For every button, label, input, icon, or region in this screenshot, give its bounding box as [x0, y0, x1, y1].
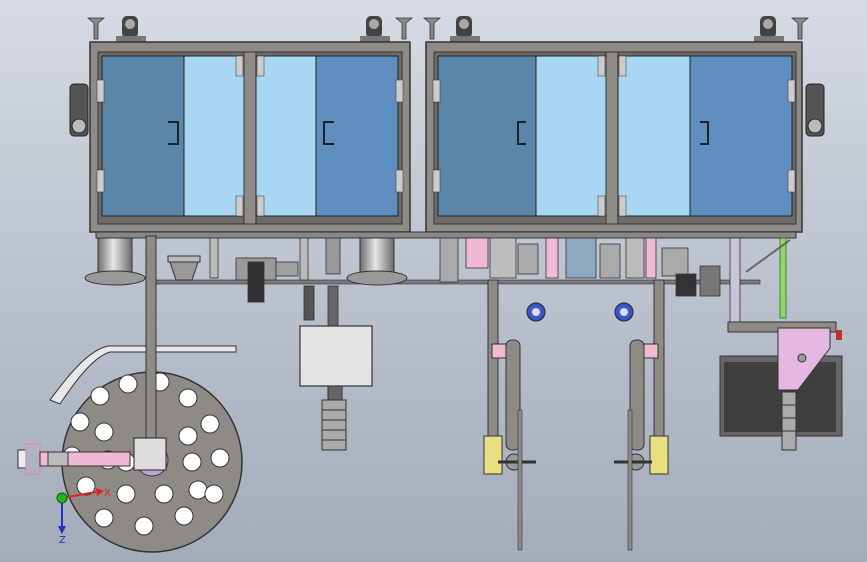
leveling-foot: [86, 17, 810, 40]
top-casters: [86, 16, 810, 42]
x-axis-label: X: [104, 488, 111, 499]
side-latch: [69, 83, 825, 137]
caster-wheel: [116, 16, 146, 42]
glass-panel: [101, 55, 185, 217]
caster-wheel: [450, 16, 480, 42]
coordinate-triad: X Z: [56, 488, 111, 546]
door-handle[interactable]: [517, 121, 526, 145]
left-cabinet: [89, 41, 411, 233]
hinges: [96, 55, 404, 217]
glass-panel: [535, 55, 607, 217]
vertical-arm: [614, 279, 669, 551]
caster-wheel: [754, 16, 784, 42]
roll-drums: [84, 237, 408, 286]
door-handle[interactable]: [700, 121, 709, 145]
threaded-rod: [321, 399, 347, 451]
glass-panel: [689, 55, 793, 217]
junction-box: [299, 325, 373, 451]
guide-rail: [49, 345, 237, 405]
glass-panel: [437, 55, 537, 217]
y-axis-marker: [56, 492, 68, 504]
right-cabinet: [425, 41, 803, 233]
sensor-rollers: [526, 302, 634, 322]
glass-panel: [255, 55, 317, 217]
x-axis-arrow: [61, 491, 97, 499]
caster-wheel: [360, 16, 390, 42]
z-axis-label: Z: [59, 535, 66, 546]
right-station: [719, 321, 843, 451]
pneumatic-arm: [17, 443, 131, 475]
disc-hub: [133, 437, 167, 471]
threaded-rod: [781, 391, 797, 451]
door-handle[interactable]: [323, 121, 334, 145]
vertical-arm: [483, 279, 536, 551]
glass-panel: [183, 55, 245, 217]
green-rod: [779, 237, 787, 319]
glass-panel: [617, 55, 691, 217]
glass-panel: [315, 55, 399, 217]
mechanism-assembly: [209, 237, 741, 327]
door-handle[interactable]: [168, 121, 179, 145]
hinges: [432, 55, 796, 217]
